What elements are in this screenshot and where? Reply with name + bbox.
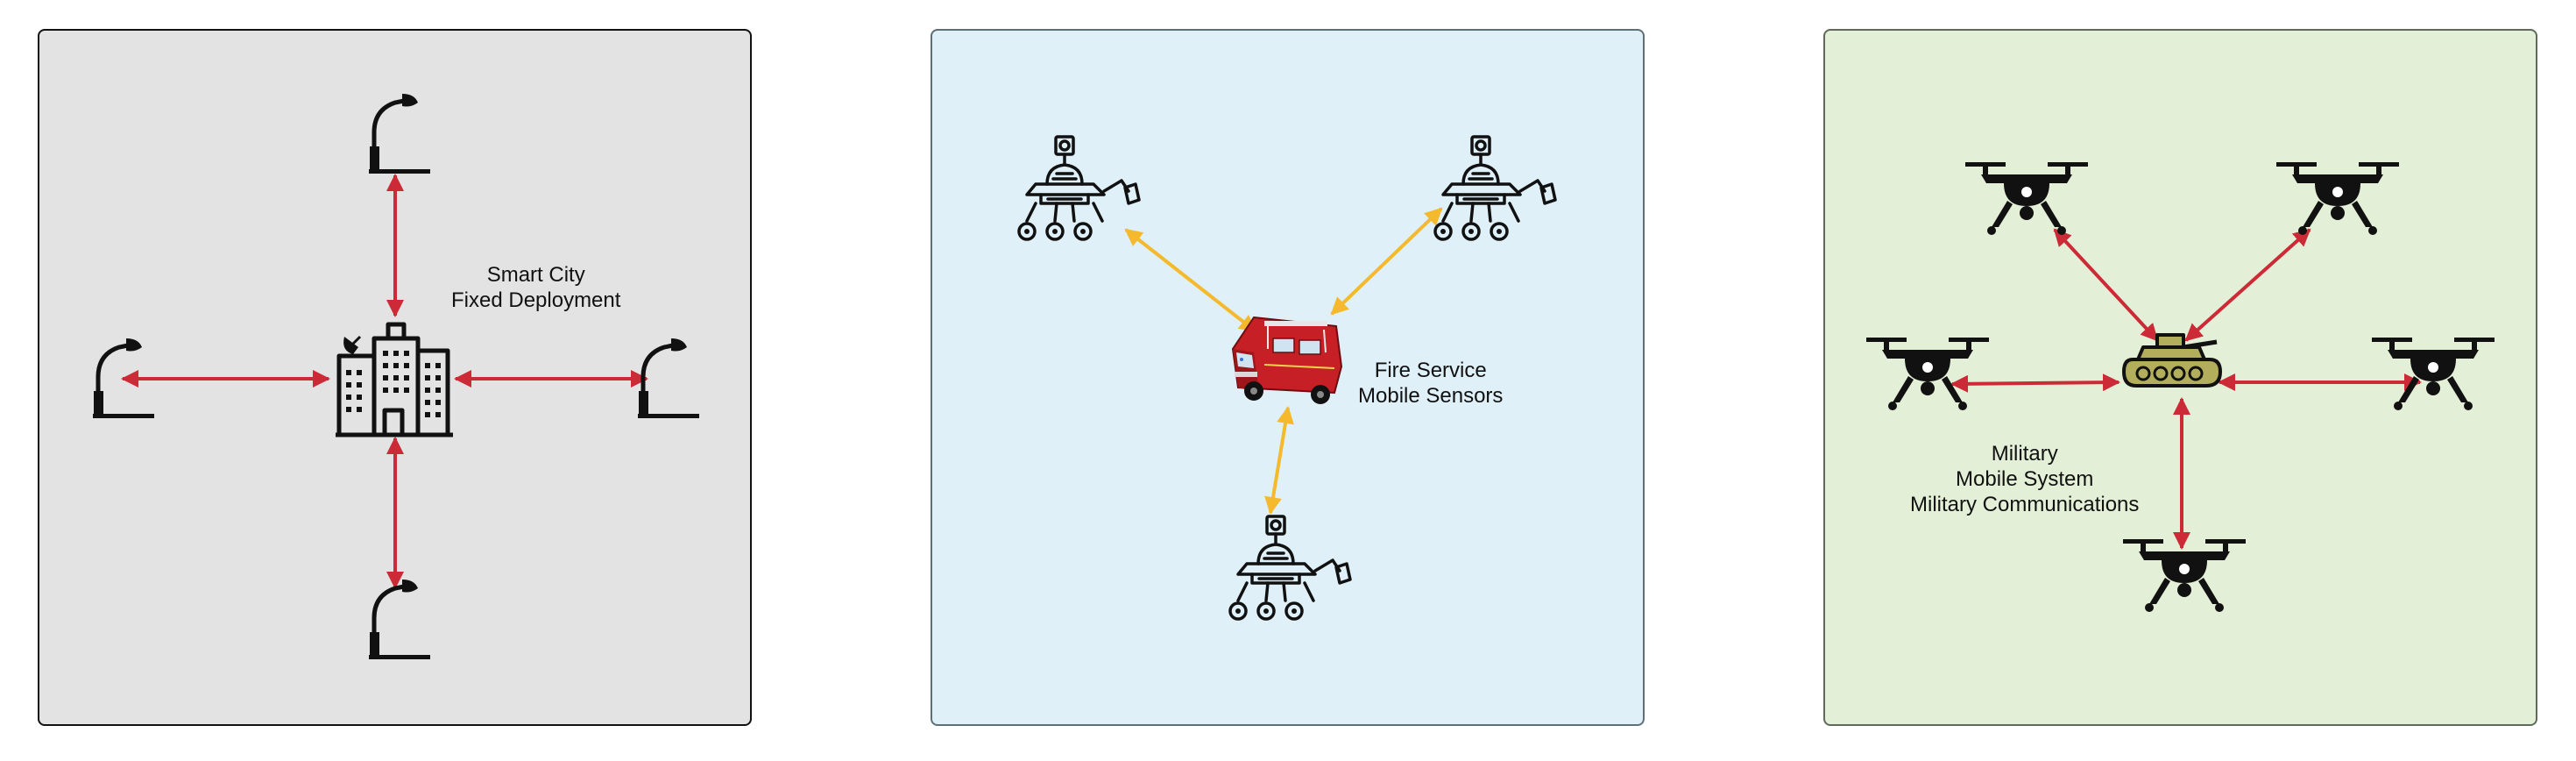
caption-line: Mobile System — [1956, 467, 2094, 491]
caption-line: Military — [1991, 442, 2058, 466]
caption-line: Mobile Sensors — [1358, 384, 1504, 408]
link-truck-to-rover-right — [1330, 207, 1443, 316]
fire-truck-icon — [1231, 316, 1343, 404]
caption-line: Smart City — [486, 263, 585, 287]
link-tank-to-drone-left — [1950, 373, 2120, 393]
link-truck-to-rover-left — [1124, 228, 1257, 333]
smart-city-links — [121, 174, 648, 589]
city-building-icon — [336, 322, 453, 437]
fire-service-links — [1124, 207, 1443, 515]
caption-military: Military Mobile System Military Communic… — [1910, 441, 2139, 517]
link-tank-to-drone-top-left — [2053, 228, 2159, 342]
caption-smart-city: Smart City Fixed Deployment — [451, 262, 620, 313]
link-tank-to-drone-top-right — [2184, 228, 2311, 342]
link-truck-to-rover-bottom — [1264, 406, 1294, 515]
caption-line: Fixed Deployment — [451, 288, 621, 312]
caption-line: Fire Service — [1374, 359, 1487, 382]
military-links — [1950, 228, 2422, 550]
caption-fire-service: Fire Service Mobile Sensors — [1358, 358, 1503, 409]
caption-line: Military Communications — [1910, 493, 2140, 516]
tank-icon — [2122, 333, 2222, 388]
